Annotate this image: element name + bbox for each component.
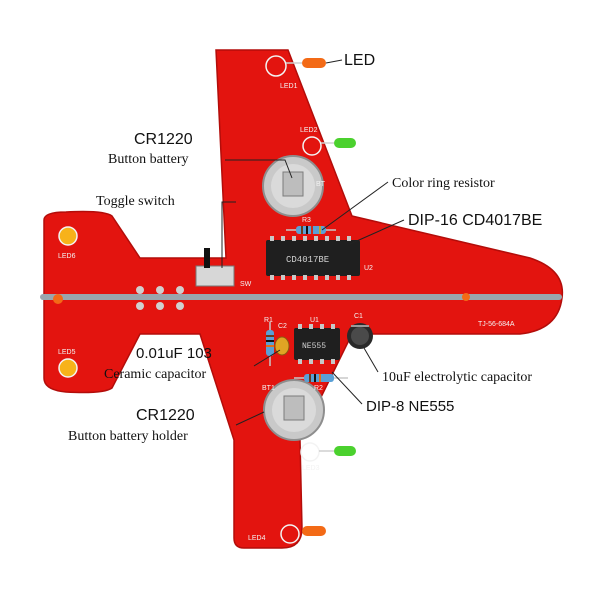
silk-led6: LED6: [58, 253, 76, 260]
callout-electrolytic-cap: 10uF electrolytic capacitor: [382, 370, 532, 385]
chip-marking-cd4017: CD4017BE: [286, 255, 329, 265]
cr1220-battery-holder: [263, 379, 325, 441]
resistor-r1: [266, 322, 274, 366]
callout-toggle-switch: Toggle switch: [96, 194, 175, 209]
callout-cr1220-battery-title: CR1220: [134, 131, 193, 148]
cr1220-button-battery: [262, 155, 324, 217]
led6: [58, 226, 78, 246]
callout-ceramic-cap-value: 0.01uF 103: [136, 345, 212, 362]
silk-led3: LED3: [302, 465, 320, 472]
toggle-switch: [195, 248, 235, 287]
callout-led: LED: [344, 52, 375, 69]
metal-rod: [40, 294, 562, 300]
chip-marking-ne555: NE555: [302, 342, 326, 351]
silk-board-code: TJ-56-684A: [478, 321, 515, 328]
led1: [265, 55, 326, 77]
resistor-r2: [294, 374, 348, 382]
solder-joints: [136, 286, 184, 310]
silk-bt2: BT: [316, 181, 326, 188]
led4: [280, 524, 326, 544]
callout-cr1220-battery-sub: Button battery: [108, 152, 189, 167]
silk-c2: C2: [278, 323, 287, 330]
callout-color-ring-resistor: Color ring resistor: [392, 176, 495, 191]
silk-led2: LED2: [300, 127, 318, 134]
silk-sw: SW: [240, 281, 252, 288]
silk-c1: C1: [354, 313, 363, 320]
callout-leaders: [221, 59, 405, 426]
dip8-ne555-chip: NE555: [294, 324, 340, 364]
led3: [300, 442, 356, 462]
rod-end-bead-right: [462, 293, 470, 301]
silk-r1: R1: [264, 317, 273, 324]
dip16-cd4017be-chip: CD4017BE: [266, 236, 360, 280]
callout-cr1220-holder-sub: Button battery holder: [68, 429, 188, 444]
silk-led1: LED1: [280, 83, 298, 90]
silk-led5: LED5: [58, 349, 76, 356]
silk-u1: U1: [310, 317, 319, 324]
callout-cr1220-holder-title: CR1220: [136, 407, 195, 424]
callout-dip16: DIP-16 CD4017BE: [408, 212, 542, 229]
electrolytic-capacitor-c1: [347, 323, 373, 349]
callout-dip8: DIP-8 NE555: [366, 398, 454, 415]
color-ring-resistor-r3: [286, 226, 336, 234]
silk-r2: R2: [314, 385, 323, 392]
silk-u2: U2: [364, 265, 373, 272]
rod-end-bead-left: [53, 294, 63, 304]
callout-ceramic-cap-sub: Ceramic capacitor: [104, 367, 207, 382]
silk-r3: R3: [302, 217, 311, 224]
led5: [58, 358, 78, 378]
silk-led4: LED4: [248, 535, 266, 542]
silk-bt1: BT1: [262, 385, 275, 392]
led2: [302, 136, 356, 156]
